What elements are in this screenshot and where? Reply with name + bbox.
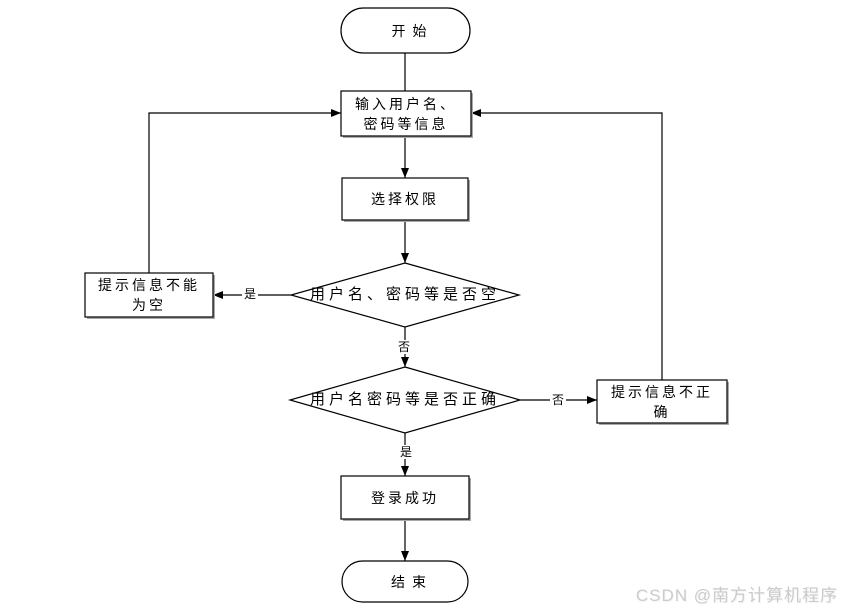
prompt-incorrect-node-shape [596,379,728,424]
check-empty-decision-shape [288,262,522,328]
select-permission-node-shape [341,177,469,221]
end-node-shape [341,560,469,603]
input-info-node-label: 输入用户名、 密码等信息 [355,95,457,132]
login-success-node-label: 登录成功 [371,489,439,506]
check-correct-decision-label: 用户名密码等是否正确 [309,391,500,408]
prompt-empty-node-shape [84,272,214,318]
start-node-shape [340,7,471,54]
edge-prompt-empty-loop-to-input [148,109,341,273]
edge-label-correct-no: 否 [549,393,567,407]
prompt-incorrect-node-label: 提示信息不正 确 [611,383,713,420]
end-node-label: 结束 [391,573,433,590]
edge-label-empty-yes: 是 [241,287,259,301]
select-permission-node-label: 选择权限 [371,191,439,207]
check-correct-decision-shape [287,366,523,434]
edge-prompt-incorrect-loop-to-input [471,109,663,380]
start-node-label: 开始 [391,22,434,39]
edge-label-correct-yes: 是 [397,445,415,459]
prompt-empty-node-label: 提示信息不能 为空 [98,277,200,313]
login-success-node-shape [340,475,470,520]
csdn-watermark: CSDN @南方计算机程序 [635,586,838,605]
edge-label-empty-no: 否 [395,340,413,354]
input-info-node-shape [340,90,472,137]
check-empty-decision-label: 用户名、密码等是否空 [309,286,500,303]
